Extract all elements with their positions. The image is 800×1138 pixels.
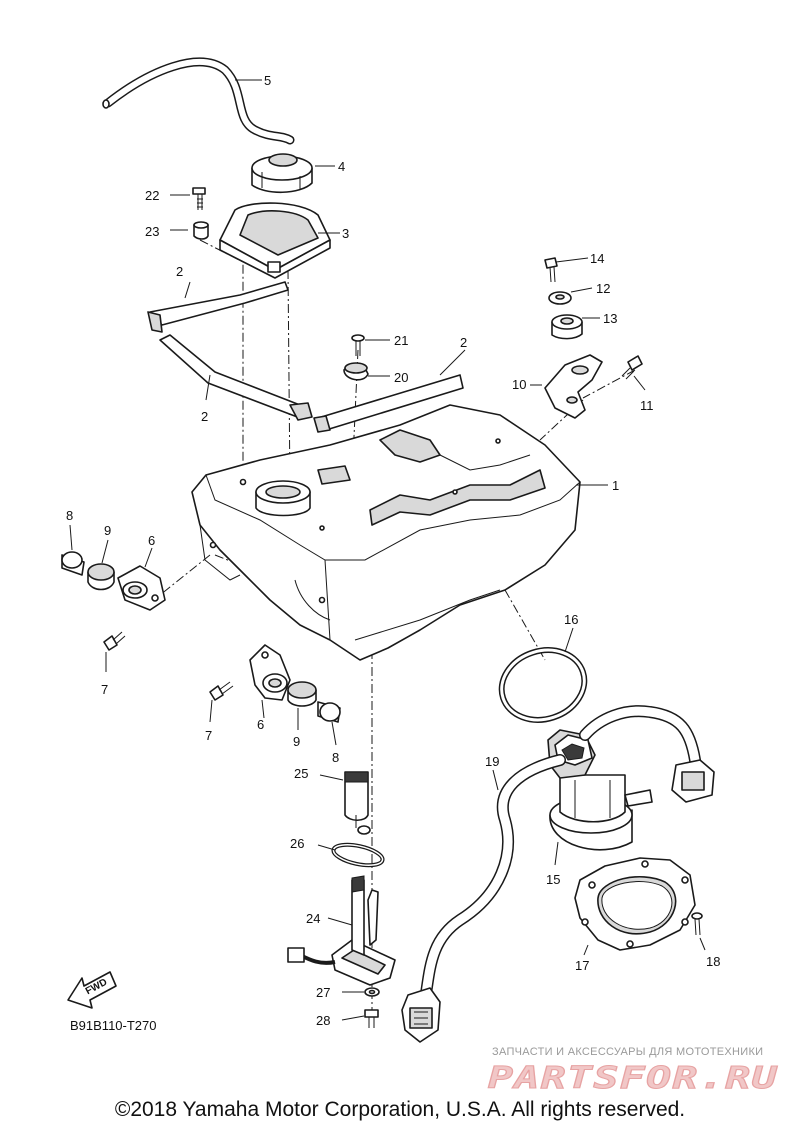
leader-lines [69, 79, 706, 1021]
callout-20: 20 [394, 370, 408, 385]
o-ring-26 [331, 842, 385, 868]
retainer-plate-17 [574, 857, 696, 951]
bracket-10 [544, 354, 603, 419]
callout-24: 24 [306, 911, 320, 926]
callout-6-center: 6 [257, 717, 264, 732]
fuel-sensor-25 [344, 771, 371, 835]
callout-21: 21 [394, 333, 408, 348]
bolt-22 [192, 187, 206, 210]
callout-2-upper: 2 [176, 264, 183, 279]
exploded-parts-diagram: 5 4 22 23 3 2 2 2 21 20 14 12 13 10 11 1… [61, 57, 778, 1095]
callout-18: 18 [706, 954, 720, 969]
rubber-strip-right [313, 374, 464, 433]
callout-10: 10 [512, 377, 526, 392]
callout-28: 28 [316, 1013, 330, 1028]
callout-16: 16 [564, 612, 578, 627]
callout-2-right: 2 [460, 335, 467, 350]
collar-23 [193, 221, 209, 240]
rubber-strip-lower [159, 334, 313, 421]
callout-7-center: 7 [205, 728, 212, 743]
washer-27 [364, 987, 380, 997]
fuel-cap [251, 153, 313, 194]
callout-1: 1 [612, 478, 619, 493]
grommet-20 [343, 362, 369, 381]
bolt-14 [544, 257, 558, 283]
screw-21 [351, 334, 365, 356]
watermark-logo: PARTSFOR.RU [488, 1061, 778, 1095]
breather-hose [102, 57, 295, 145]
rubber-strip-upper [147, 281, 289, 333]
callout-8-center: 8 [332, 750, 339, 765]
callout-19: 19 [485, 754, 499, 769]
callout-8-left: 8 [66, 508, 73, 523]
callout-23: 23 [145, 224, 159, 239]
callout-26: 26 [290, 836, 304, 851]
fuel-tank [191, 404, 581, 661]
callout-13: 13 [603, 311, 617, 326]
callout-14: 14 [590, 251, 604, 266]
callout-3: 3 [342, 226, 349, 241]
callout-25: 25 [294, 766, 308, 781]
callout-9-left: 9 [104, 523, 111, 538]
watermark: ЗАПЧАСТИ И АКСЕССУАРЫ ДЛЯ МОТОТЕХНИКИ PA… [488, 1046, 778, 1095]
callout-22: 22 [145, 188, 159, 203]
forward-arrow: FWD [67, 971, 117, 1009]
callout-11: 11 [640, 398, 654, 413]
callout-5: 5 [264, 73, 271, 88]
washer-12 [548, 291, 572, 305]
callout-2-lower: 2 [201, 409, 208, 424]
callout-9-center: 9 [293, 734, 300, 749]
callout-numbers: 5 4 22 23 3 2 2 2 21 20 14 12 13 10 11 1… [66, 73, 720, 1028]
mount-set-left [61, 551, 166, 651]
copyright-notice: ©2018 Yamaha Motor Corporation, U.S.A. A… [114, 1098, 686, 1121]
damper-13 [551, 314, 583, 340]
callout-17: 17 [575, 958, 589, 973]
filler-cover [219, 202, 331, 279]
callout-27: 27 [316, 985, 330, 1000]
pump-gasket-16 [498, 647, 588, 723]
callout-15: 15 [546, 872, 560, 887]
fuel-hose-19 [401, 754, 566, 1043]
bolt-28 [364, 1009, 379, 1028]
bolt-11 [621, 355, 643, 380]
drawing-code: B91B110-T270 [70, 1018, 157, 1033]
mount-set-center [209, 644, 341, 723]
callout-7-left: 7 [101, 682, 108, 697]
watermark-subtitle: ЗАПЧАСТИ И АКСЕССУАРЫ ДЛЯ МОТОТЕХНИКИ [492, 1046, 763, 1058]
callout-12: 12 [596, 281, 610, 296]
pump-fuel-hose [579, 705, 715, 803]
sender-unit-24 [287, 875, 396, 986]
screw-18 [691, 912, 703, 936]
callout-4: 4 [338, 159, 345, 174]
fuel-pump-15 [547, 729, 653, 851]
callout-6-left: 6 [148, 533, 155, 548]
